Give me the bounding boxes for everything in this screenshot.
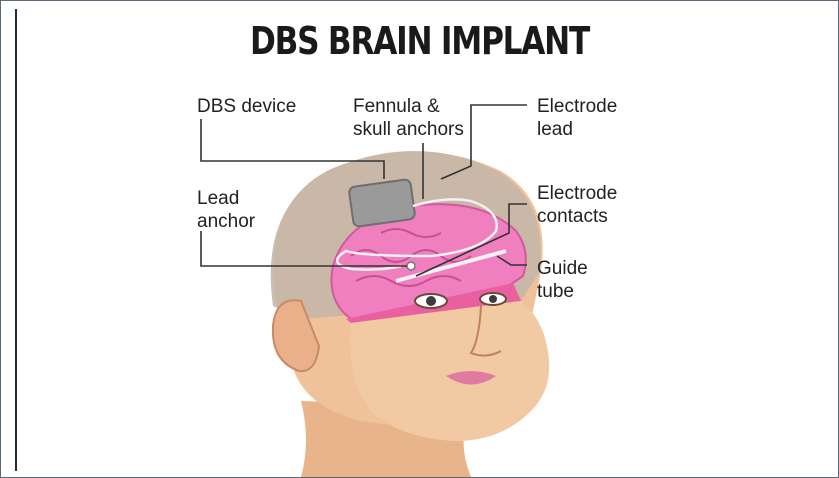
label-electrode-lead: Electrode lead [537,95,617,141]
label-guide-tube: Guide tube [537,257,588,303]
label-fennula: Fennula & skull anchors [353,95,464,141]
dbs-device-shape [349,179,416,227]
label-lead-anchor: Lead anchor [197,187,255,233]
lead-anchor-point [407,262,415,270]
label-dbs-device: DBS device [197,95,296,118]
label-electrode-contacts: Electrode contacts [537,182,617,228]
